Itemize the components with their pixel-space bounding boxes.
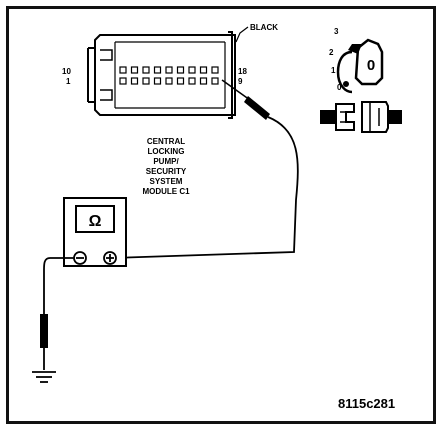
ignition-position-0: 0 [337, 83, 342, 92]
bottom-row-pin-cavity [211, 77, 219, 85]
pin-label-9: 9 [238, 77, 243, 86]
ignition-position-1: 1 [331, 66, 336, 75]
top-row-pin-cavity [130, 66, 139, 74]
wire-color-leader [235, 26, 249, 43]
disconnected-connector-icon [320, 101, 402, 133]
negative-probe [40, 257, 74, 370]
ignition-key-label: 0 [367, 57, 375, 74]
top-row-pin-cavity [153, 66, 162, 74]
bottom-row-pin-cavity [165, 77, 173, 85]
bottom-row-pin-cavity [153, 77, 162, 85]
figure-code: 8115c281 [338, 396, 395, 411]
module-label-line: SECURITY [146, 167, 187, 176]
top-row-pin-cavity [176, 66, 185, 74]
module-label-line: MODULE C1 [142, 187, 190, 196]
ignition-switch-icon: 0 [336, 38, 384, 94]
module-label-line: LOCKING [148, 147, 185, 156]
top-row-pin-cavity [188, 66, 196, 74]
connector-pins-top-row [119, 66, 219, 74]
module-label-line: CENTRAL [147, 137, 185, 146]
ignition-position-2: 2 [329, 48, 334, 57]
module-label-line: PUMP/ [153, 157, 179, 166]
pin-label-18: 18 [238, 67, 247, 76]
top-row-pin-cavity [142, 66, 150, 74]
pin-label-10: 10 [62, 67, 71, 76]
top-row-pin-cavity [165, 66, 173, 74]
bottom-row-pin-cavity [142, 77, 150, 85]
bottom-row-pin-cavity [130, 77, 139, 85]
bottom-row-pin-cavity [188, 77, 196, 85]
top-row-pin-cavity [119, 66, 127, 74]
module-label: CENTRALLOCKINGPUMP/SECURITYSYSTEMMODULE … [142, 137, 190, 196]
positive-probe [111, 79, 299, 259]
bottom-row-pin-cavity [176, 77, 185, 85]
wire-color-label: BLACK [250, 23, 278, 32]
module-label-line: SYSTEM [150, 177, 183, 186]
ground-icon [32, 371, 56, 383]
connector-c1 [87, 31, 236, 119]
bottom-row-pin-cavity [199, 77, 208, 85]
top-row-pin-cavity [211, 66, 219, 74]
pin-label-1: 1 [66, 77, 71, 86]
connector-pins-bottom-row [119, 77, 219, 85]
ohm-symbol: Ω [89, 213, 102, 230]
top-row-pin-cavity [199, 66, 208, 74]
bottom-row-pin-cavity [119, 77, 127, 85]
ohmmeter: Ω [63, 197, 127, 267]
ignition-position-3: 3 [334, 27, 339, 36]
ohmmeter-display [75, 205, 115, 233]
